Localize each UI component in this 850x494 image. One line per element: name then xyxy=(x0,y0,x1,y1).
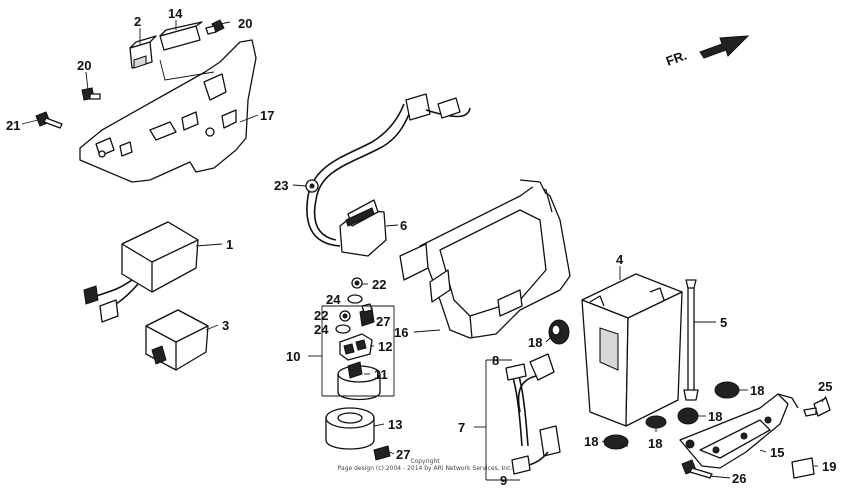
part-9-negative-cable[interactable] xyxy=(511,425,561,475)
part-18-pad-e[interactable] xyxy=(603,434,629,450)
part-11-starter-relay[interactable] xyxy=(337,361,381,401)
callout-17: 17 xyxy=(260,108,274,123)
front-direction-label: FR. xyxy=(664,48,689,69)
part-24-washer-upper[interactable] xyxy=(347,294,363,304)
callout-3: 3 xyxy=(222,318,229,333)
part-2-relay[interactable] xyxy=(129,35,157,69)
part-16-battery-box[interactable] xyxy=(399,179,571,339)
part-18-pad-b[interactable] xyxy=(714,381,740,399)
part-20-bolt-left[interactable] xyxy=(81,87,101,101)
callout-24-lower: 24 xyxy=(314,322,329,337)
part-1-control-unit[interactable] xyxy=(83,221,199,323)
callout-22-upper: 22 xyxy=(372,277,386,292)
part-3-relay-box[interactable] xyxy=(145,309,209,371)
callout-13: 13 xyxy=(388,417,402,432)
front-direction-indicator: FR. xyxy=(664,35,750,69)
part-26-bolt[interactable] xyxy=(681,459,713,479)
callout-18-e: 18 xyxy=(584,434,598,449)
part-15-bracket[interactable] xyxy=(679,393,799,469)
callout-14: 14 xyxy=(168,6,183,21)
callout-19: 19 xyxy=(822,459,836,474)
callout-11: 11 xyxy=(374,367,388,382)
callout-24-upper: 24 xyxy=(326,292,341,307)
callout-27-lower: 27 xyxy=(396,447,410,462)
callout-23: 23 xyxy=(274,178,288,193)
part-7-cable-assembly[interactable] xyxy=(505,363,529,447)
part-18-pad-d[interactable] xyxy=(645,415,667,429)
callout-22-lower: 22 xyxy=(314,308,328,323)
callout-labels: 2 14 20 20 21 17 1 3 23 6 4 5 16 18 18 1… xyxy=(6,6,836,488)
part-12-fuse-holder[interactable] xyxy=(339,333,373,361)
group-10-bracket-line xyxy=(321,305,395,397)
copyright-line-2: Page design (c) 2004 - 2014 by ARI Netwo… xyxy=(337,465,513,472)
part-18-pad-c[interactable] xyxy=(677,407,699,425)
callout-18-c: 18 xyxy=(708,409,722,424)
part-5-holder-rod[interactable] xyxy=(683,279,699,401)
part-19-label[interactable] xyxy=(791,457,815,479)
callout-18-b: 18 xyxy=(750,383,764,398)
copyright-line-1: Copyright xyxy=(410,458,440,465)
callout-6: 6 xyxy=(400,218,407,233)
group-7-bracket-line xyxy=(485,359,520,481)
part-13-relay-cover[interactable] xyxy=(325,407,375,450)
part-14-relay-block[interactable] xyxy=(159,21,203,51)
part-18-pad-a[interactable] xyxy=(548,319,570,345)
callout-20-left: 20 xyxy=(77,58,91,73)
callout-10: 10 xyxy=(286,349,300,364)
callout-15: 15 xyxy=(770,445,784,460)
callout-4: 4 xyxy=(616,252,624,267)
callout-25: 25 xyxy=(818,379,832,394)
callout-18-a: 18 xyxy=(528,335,542,350)
callout-1: 1 xyxy=(226,237,233,252)
part-25-bolt[interactable] xyxy=(803,397,831,417)
leader-lines xyxy=(21,20,827,479)
callout-8: 8 xyxy=(492,353,499,368)
part-17-mounting-plate[interactable] xyxy=(79,39,257,183)
callout-5: 5 xyxy=(720,315,727,330)
part-27-fuse-upper[interactable] xyxy=(359,303,375,327)
callout-21: 21 xyxy=(6,118,20,133)
callout-26: 26 xyxy=(732,471,746,486)
part-22-nut-lower[interactable] xyxy=(339,310,351,322)
part-8-positive-cable[interactable] xyxy=(517,353,555,413)
part-4-battery[interactable] xyxy=(581,273,683,427)
callout-18-d: 18 xyxy=(648,436,662,451)
callout-2: 2 xyxy=(134,14,141,29)
part-22-nut-upper[interactable] xyxy=(351,277,363,289)
callout-20-upper: 20 xyxy=(238,16,252,31)
part-20-bolt-upper[interactable] xyxy=(205,19,225,35)
part-21-screw[interactable] xyxy=(35,111,63,129)
part-23-grommet[interactable] xyxy=(305,179,319,193)
callout-16: 16 xyxy=(394,325,408,340)
copyright-notice: Copyright Page design (c) 2004 - 2014 by… xyxy=(300,458,550,472)
part-6-regulator[interactable] xyxy=(306,93,471,257)
callout-12: 12 xyxy=(378,339,392,354)
callout-9: 9 xyxy=(500,473,507,488)
part-27-fuse-lower[interactable] xyxy=(373,445,391,461)
part-24-washer-lower[interactable] xyxy=(335,324,351,334)
callout-27-upper: 27 xyxy=(376,314,390,329)
callout-7: 7 xyxy=(458,420,465,435)
front-arrow-icon xyxy=(699,35,750,59)
